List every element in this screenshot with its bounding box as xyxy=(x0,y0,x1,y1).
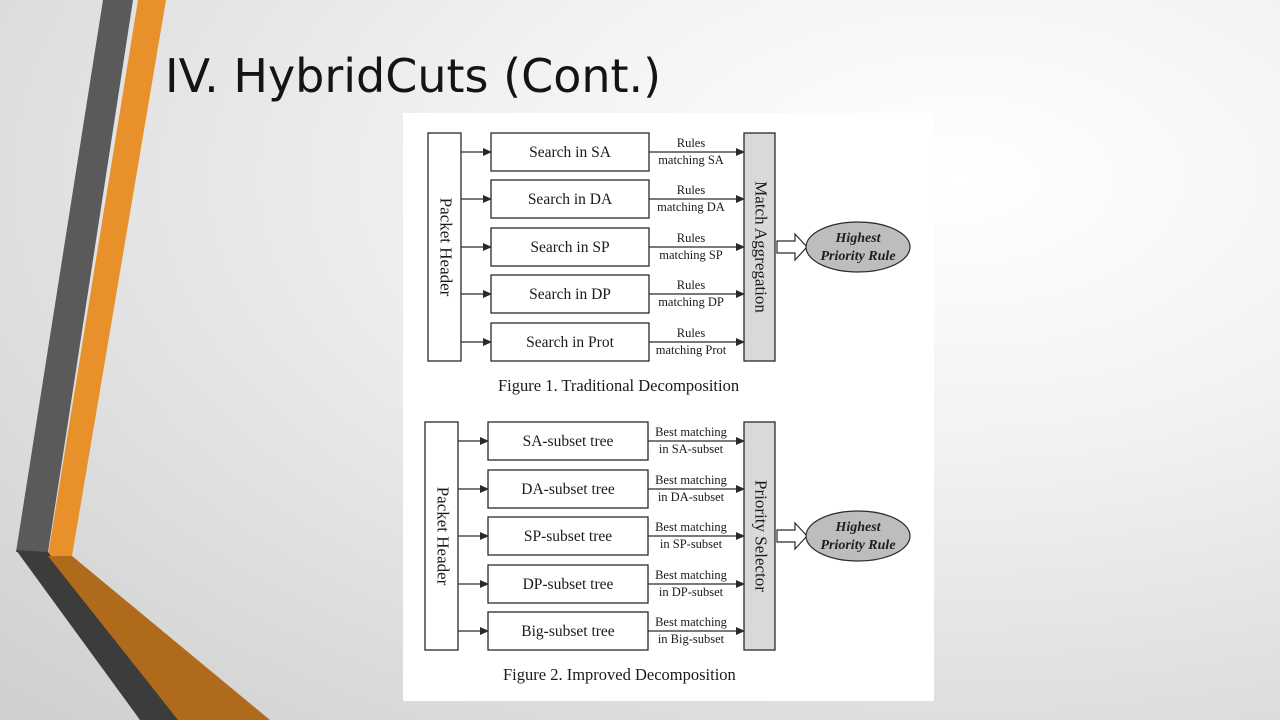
figure2-diagram: Packet Header Priority Selector SA-subse… xyxy=(424,421,911,684)
figure1-search-label: Search in SA xyxy=(529,144,612,161)
figure2-stage-row: Big-subset tree Best matching in Big-sub… xyxy=(458,611,745,651)
figure2-highest-priority-ellipse xyxy=(805,510,911,562)
figure2-output-label-bottom: in SA-subset xyxy=(659,442,724,456)
figure2-subset-tree-label: DP-subset tree xyxy=(523,576,614,593)
figure1-search-label: Search in DA xyxy=(528,191,613,208)
figure2-caption: Figure 2. Improved Decomposition xyxy=(503,665,736,684)
figure2-subset-tree-box xyxy=(487,564,649,604)
figure1-search-box xyxy=(490,179,650,219)
figure1-stage-row: Search in DP Rules matching DP xyxy=(461,274,745,314)
figure2-subset-tree-label: Big-subset tree xyxy=(521,623,615,640)
figure2-output-label-bottom: in DA-subset xyxy=(658,490,725,504)
figure1-output-hollow-arrow xyxy=(776,232,808,262)
figure2-packet-header-box xyxy=(424,421,459,651)
figure-panel: Packet Header Match Aggregation Search i… xyxy=(403,113,934,701)
dark-grey-stripe xyxy=(16,0,133,552)
figure1-search-box xyxy=(490,132,650,172)
figure1-output-label-bottom: matching DP xyxy=(658,295,724,309)
figure2-subset-tree-box xyxy=(487,469,649,509)
figure2-stage-row: DA-subset tree Best matching in DA-subse… xyxy=(458,469,745,509)
figure1-search-box xyxy=(490,322,650,362)
figure1-output-label-top: Rules xyxy=(677,326,706,340)
figure2-output-label-bottom: in Big-subset xyxy=(658,632,725,646)
figure2-priority-selector-label: Priority Selector xyxy=(752,480,771,592)
figure1-stage-row: Search in Prot Rules matching Prot xyxy=(461,322,745,362)
orange-stripe xyxy=(48,0,166,556)
figure1-match-aggregation-label: Match Aggregation xyxy=(752,181,771,313)
decomposition-figure: Packet Header Match Aggregation Search i… xyxy=(424,132,911,684)
figure1-caption: Figure 1. Traditional Decomposition xyxy=(498,376,739,395)
figure1-output-label-bottom: matching Prot xyxy=(656,343,727,357)
figure2-stage-row: DP-subset tree Best matching in DP-subse… xyxy=(458,564,745,604)
figure2-stage-row: SP-subset tree Best matching in SP-subse… xyxy=(458,516,745,556)
figure2-output-label-top: Best matching xyxy=(655,425,728,439)
figure2-packet-header-label: Packet Header xyxy=(434,487,453,586)
figure1-stage-row: Search in DA Rules matching DA xyxy=(461,179,745,219)
figure1-packet-header-box xyxy=(427,132,462,362)
figure2-subset-tree-box xyxy=(487,611,649,651)
figure2-highest-priority-line2: Priority Rule xyxy=(820,538,895,553)
figure1-stage-row: Search in SP Rules matching SP xyxy=(461,227,745,267)
figure2-output-label-bottom: in SP-subset xyxy=(660,537,723,551)
figure2-subset-tree-label: SA-subset tree xyxy=(523,433,614,450)
figure2-output-label-top: Best matching xyxy=(655,568,728,582)
figure2-output-label-top: Best matching xyxy=(655,473,728,487)
figure2-highest-priority-line1: Highest xyxy=(834,520,881,535)
figure1-highest-priority-line1: Highest xyxy=(834,231,881,246)
figure1-search-box xyxy=(490,227,650,267)
figure2-subset-tree-label: SP-subset tree xyxy=(524,528,612,545)
dark-grey-bottom-stripe xyxy=(16,550,180,720)
figure1-output-label-top: Rules xyxy=(677,278,706,292)
figure2-output-label-top: Best matching xyxy=(655,520,728,534)
figure1-output-label-top: Rules xyxy=(677,231,706,245)
figure2-output-hollow-arrow xyxy=(776,521,808,551)
figure1-output-label-bottom: matching DA xyxy=(657,200,725,214)
figure2-output-label-bottom: in DP-subset xyxy=(659,585,724,599)
figure1-match-aggregation-box xyxy=(743,132,776,362)
figure1-highest-priority-ellipse xyxy=(805,221,911,273)
figure1-search-label: Search in Prot xyxy=(526,334,615,351)
figure1-search-label: Search in SP xyxy=(530,239,609,256)
figure1-packet-header-label: Packet Header xyxy=(437,198,456,297)
figure1-highest-priority-line2: Priority Rule xyxy=(820,249,895,264)
figure1-output-label-bottom: matching SA xyxy=(658,153,724,167)
figure1-output-label-top: Rules xyxy=(677,136,706,150)
figure2-priority-selector-box xyxy=(743,421,776,651)
figure2-stage-row: SA-subset tree Best matching in SA-subse… xyxy=(458,421,745,461)
slide-title: IV. HybridCuts (Cont.) xyxy=(165,49,662,103)
figure1-output-label-bottom: matching SP xyxy=(659,248,723,262)
figure2-output-label-top: Best matching xyxy=(655,615,728,629)
figure1-search-label: Search in DP xyxy=(529,286,611,303)
figure2-subset-tree-label: DA-subset tree xyxy=(521,481,615,498)
figure1-diagram: Packet Header Match Aggregation Search i… xyxy=(427,132,911,395)
figure1-output-label-top: Rules xyxy=(677,183,706,197)
figure1-search-box xyxy=(490,274,650,314)
figure1-stage-row: Search in SA Rules matching SA xyxy=(461,132,745,172)
brown-bottom-stripe xyxy=(48,556,270,720)
